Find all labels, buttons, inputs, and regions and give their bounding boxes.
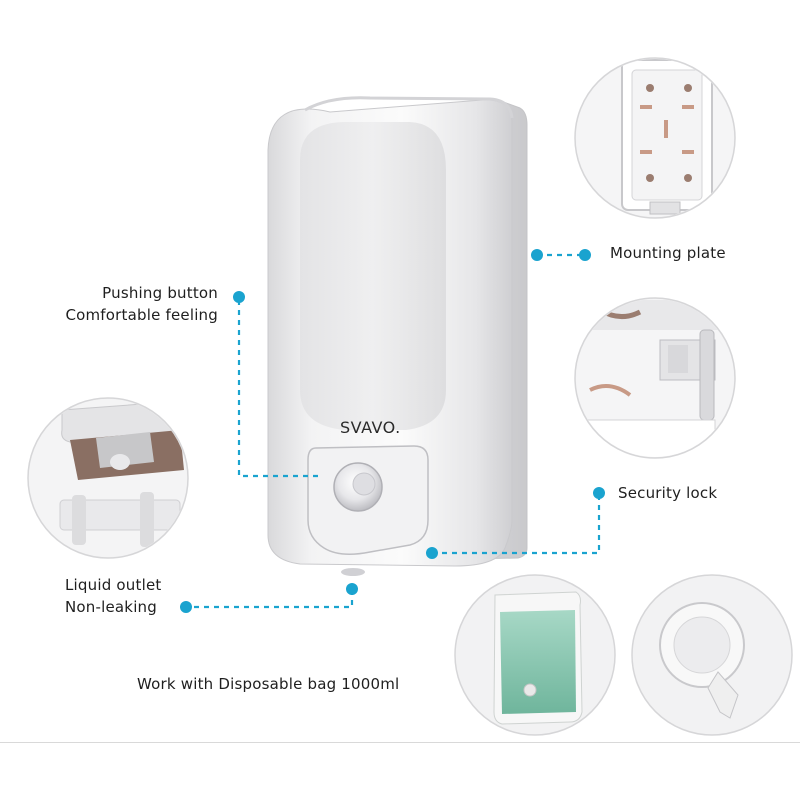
label-mounting-plate: Mounting plate [610,244,726,262]
callout-dots [180,249,605,613]
callout-dot [531,249,543,261]
callout-dot [579,249,591,261]
callout-line-pushing-button [237,300,320,478]
callout-dot [233,291,245,303]
callout-line-liquid-outlet [187,590,354,609]
mounting-plate-detail-circle [574,57,736,219]
disposable-bag-detail-circle [454,574,616,736]
outlet-detail-circle [27,397,189,559]
valve-detail-circle [631,574,793,736]
label-pushing-button-line1: Pushing button [102,284,218,302]
security-lock-detail-circle [574,297,736,459]
bottom-divider [0,742,800,743]
label-disposable-bag: Work with Disposable bag 1000ml [137,675,400,693]
push-button-center [352,472,376,496]
label-liquid-outlet: Liquid outlet Non-leaking [65,574,161,618]
label-pushing-button-line2: Comfortable feeling [65,306,218,324]
liquid-outlet [341,568,365,576]
dispenser-window [300,122,446,430]
callout-lines [187,253,601,609]
callout-dot [593,487,605,499]
callout-dot [180,601,192,613]
callout-dot [426,547,438,559]
label-security-lock: Security lock [618,484,718,502]
brand-logo: SVAVO. [340,418,401,437]
soap-dispenser: SVAVO. [267,96,528,576]
label-pushing-button: Pushing button Comfortable feeling [40,282,218,326]
callout-dot [346,583,358,595]
dispenser-top-rim [304,96,514,119]
label-liquid-outlet-line2: Non-leaking [65,598,157,616]
label-liquid-outlet-line1: Liquid outlet [65,576,162,594]
